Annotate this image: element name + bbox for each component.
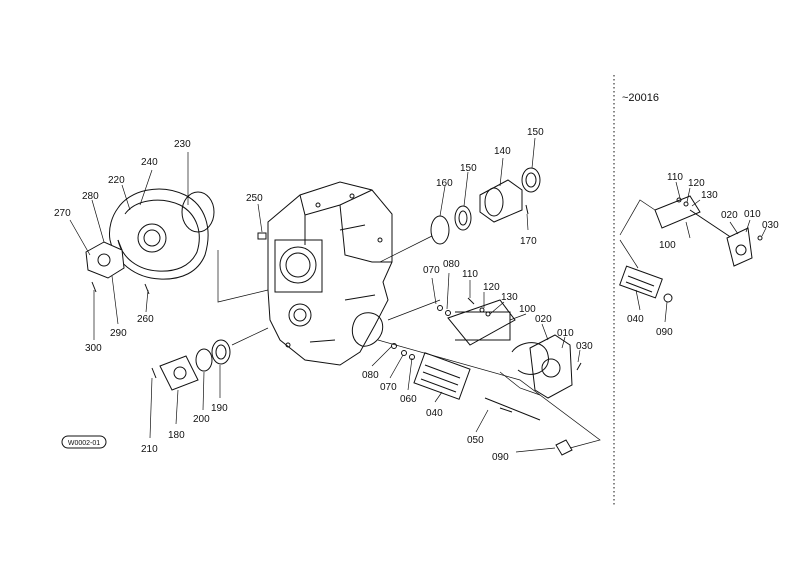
callout-130: 130 (501, 292, 518, 303)
strainer-assembly (391, 297, 582, 456)
callout-010-alt: 010 (744, 209, 761, 220)
callout-030-alt: 030 (762, 220, 779, 231)
callout-080-lower: 080 (362, 370, 379, 381)
callout-290: 290 (110, 328, 127, 339)
front-cover-assembly (85, 188, 267, 295)
rear-seal-parts (430, 167, 541, 245)
callout-050: 050 (467, 435, 484, 446)
callout-100-alt: 100 (659, 240, 676, 251)
callout-130-alt: 130 (701, 190, 718, 201)
callout-100: 100 (519, 304, 536, 315)
callout-030: 030 (576, 341, 593, 352)
callout-labels: 230 240 220 280 270 290 300 260 250 160 … (54, 127, 779, 463)
callout-080-upper: 080 (443, 259, 460, 270)
callout-060: 060 (400, 394, 417, 405)
callout-250: 250 (246, 193, 263, 204)
callout-170: 170 (520, 236, 537, 247)
svg-text:W0002-01: W0002-01 (68, 440, 100, 447)
callout-200: 200 (193, 414, 210, 425)
callout-150-left: 150 (460, 163, 477, 174)
callout-120: 120 (483, 282, 500, 293)
serial-range-note: ~20016 (622, 92, 659, 104)
callout-040: 040 (426, 408, 443, 419)
callout-140: 140 (494, 146, 511, 157)
diagram-id-badge: W0002-01 (61, 435, 107, 449)
callout-090-alt: 090 (656, 327, 673, 338)
transmission-housing (267, 181, 393, 366)
callout-210: 210 (141, 444, 158, 455)
callout-190: 190 (211, 403, 228, 414)
callout-150-right: 150 (527, 127, 544, 138)
callout-180: 180 (168, 430, 185, 441)
callout-070-upper: 070 (423, 265, 440, 276)
callout-020: 020 (535, 314, 552, 325)
callout-010: 010 (557, 328, 574, 339)
callout-280: 280 (82, 191, 99, 202)
callout-110: 110 (462, 269, 478, 280)
callout-300: 300 (85, 343, 102, 354)
callout-020-alt: 020 (721, 210, 738, 221)
callout-220: 220 (108, 175, 125, 186)
callout-040-alt: 040 (627, 314, 644, 325)
callout-120-alt: 120 (688, 178, 705, 189)
callout-110-alt: 110 (667, 172, 683, 183)
callout-090: 090 (492, 452, 509, 463)
callout-260: 260 (137, 314, 154, 325)
callout-230: 230 (174, 139, 191, 150)
callout-160: 160 (436, 178, 453, 189)
callout-240: 240 (141, 157, 158, 168)
callout-070-lower: 070 (380, 382, 397, 393)
alt-strainer-parts (619, 195, 763, 303)
lower-cover-parts (151, 339, 231, 391)
callout-270: 270 (54, 208, 71, 219)
leader-lines (69, 137, 767, 453)
